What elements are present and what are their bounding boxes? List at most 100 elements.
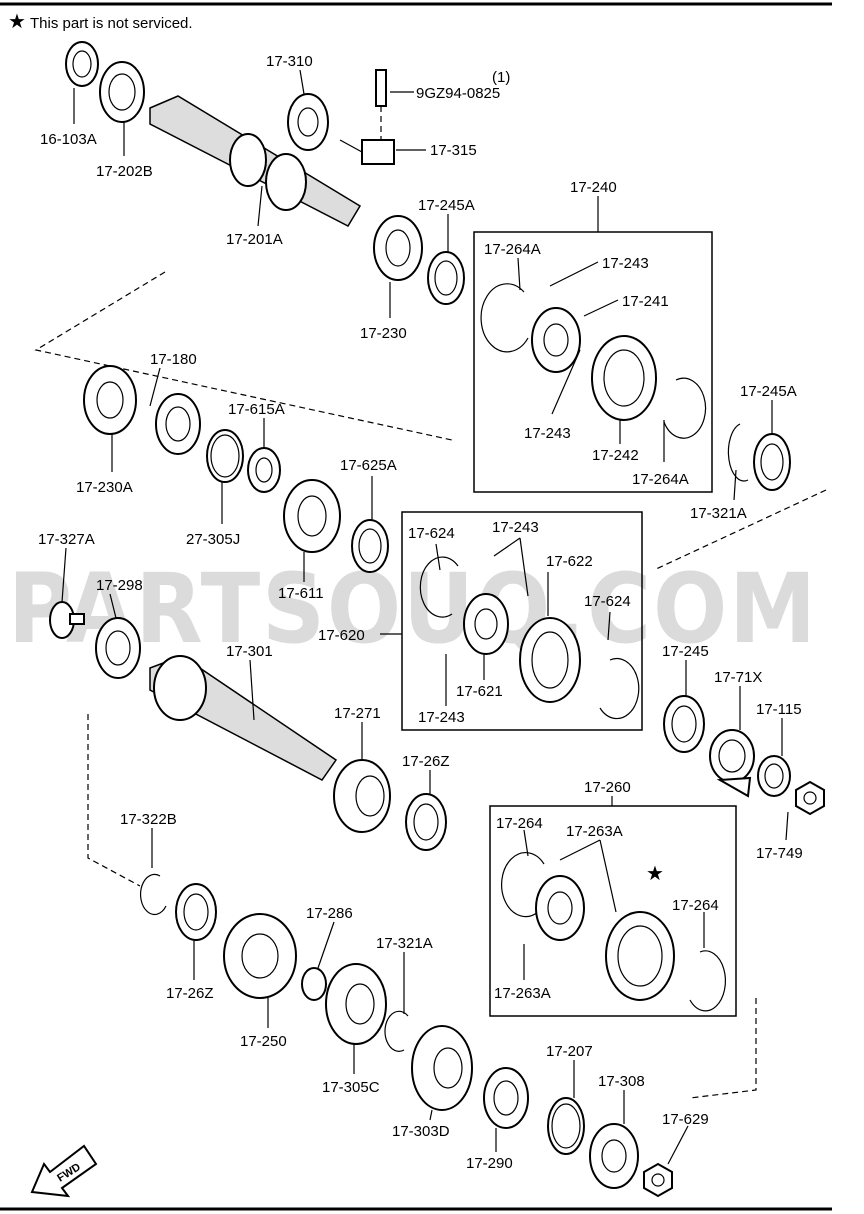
label-17-26z-1: 17-26Z [402,753,450,770]
shim-17-207 [547,1097,585,1155]
needle-bearing-17-615a [247,447,281,493]
label-17-71x: 17-71X [714,669,762,686]
label-17-245a-top: 17-245A [418,197,475,214]
label-17-243-3: 17-243 [492,519,539,536]
guide-lower-right [689,998,757,1099]
gear-17-250 [223,913,297,999]
label-17-264-1: 17-264 [496,815,543,832]
label-17-250: 17-250 [240,1033,287,1050]
bearing-17-202b [99,61,145,123]
bearing-17-180 [155,393,201,455]
guide-right-upper [653,489,827,571]
label-17-301: 17-301 [226,643,273,660]
label-17-624-1: 17-624 [408,525,455,542]
ring-17-26z-lower [175,883,217,941]
watermark: PARTSOUQ.COM [8,553,818,665]
not-serviced-star: ★ [646,861,664,885]
label-17-264a-1: 17-264A [484,241,541,258]
clip-17-321a-bottom [384,1010,409,1052]
box-17-240 [473,231,713,493]
box-17-620 [401,511,643,731]
housing-17-71x [709,729,755,798]
label-17-245a-right: 17-245A [740,383,797,400]
label-17-207: 17-207 [546,1043,593,1060]
bearing-17-298 [95,617,141,679]
label-17-305c: 17-305C [322,1079,380,1096]
nut-17-629 [643,1162,673,1198]
label-17-310: 17-310 [266,53,313,70]
guide-lower-left [87,714,141,887]
label-17-298: 17-298 [96,577,143,594]
ring-17-26z-upper [405,793,447,851]
label-9gz94-0825: 9GZ94-0825 [416,85,500,102]
label-17-322b: 17-322B [120,811,177,828]
label-17-290: 17-290 [466,1155,513,1172]
label-17-321a-bottom: 17-321A [376,935,433,952]
label-17-749: 17-749 [756,845,803,862]
label-17-26z-2: 17-26Z [166,985,214,1002]
label-17-271: 17-271 [334,705,381,722]
label-17-264a-2: 17-264A [632,471,689,488]
label-17-611: 17-611 [278,585,324,602]
label-17-286: 17-286 [306,905,353,922]
gear-17-308 [589,1123,639,1189]
shim-27-305j [206,429,244,483]
label-17-202b: 17-202B [96,163,153,180]
label-17-622: 17-622 [546,553,593,570]
label-17-243-1: 17-243 [602,255,649,272]
gear-17-271 [333,759,391,833]
label-17-264-2: 17-264 [672,897,719,914]
label-17-201a: 17-201A [226,231,283,248]
label-17-621: 17-621 [456,683,503,700]
label-17-624-2: 17-624 [584,593,631,610]
label-17-260: 17-260 [584,779,631,796]
gear-17-611 [283,479,341,553]
nut-17-749 [795,780,825,816]
gear-17-230 [373,215,423,281]
label-17-230: 17-230 [360,325,407,342]
box-17-260 [489,805,737,1017]
gear-17-303d [411,1025,473,1111]
label-17-303d: 17-303D [392,1123,450,1140]
label-17-315: 17-315 [430,142,477,159]
label-17-240: 17-240 [570,179,617,196]
label-17-245: 17-245 [662,643,709,660]
label-17-629: 17-629 [662,1111,709,1128]
label-17-243-4: 17-243 [418,709,465,726]
countershaft-17-301 [149,655,338,781]
label-17-615a: 17-615A [228,401,285,418]
label-17-243-2: 17-243 [524,425,571,442]
gear-17-230a [83,365,137,435]
label-16-103a: 16-103A [40,131,97,148]
bearing-17-290 [483,1067,529,1129]
assembly-17-240-parts [480,283,707,439]
label-17-242: 17-242 [592,447,639,464]
label-17-321a-right: 17-321A [690,505,747,522]
label-17-180: 17-180 [150,351,197,368]
assembly-17-260-parts [501,851,726,1012]
gear-17-305c [325,963,387,1045]
leader-lines [61,69,789,1165]
ring-17-245a-right [727,423,791,491]
label-17-263a-2: 17-263A [494,985,551,1002]
label-17-308: 17-308 [598,1073,645,1090]
bearing-17-115 [757,755,791,797]
ring-17-245a-top [427,251,465,305]
label-17-327a: 17-327A [38,531,95,548]
gear-17-310 [287,93,329,151]
label-17-230a: 17-230A [76,479,133,496]
guide-upper [34,271,453,441]
lever-17-315 [339,69,395,165]
ring-17-625a [351,519,389,573]
seal-16-103a [65,41,99,87]
label-17-241: 17-241 [622,293,669,310]
note-star: ★ [8,11,26,33]
label-17-625a: 17-625A [340,457,397,474]
label-27-305j: 27-305J [186,531,240,548]
ring-17-245 [663,695,705,753]
assembly-17-620-parts [419,556,640,720]
header-note: This part is not serviced. [30,15,193,32]
label-17-263a-1: 17-263A [566,823,623,840]
clip-17-322b [139,873,167,916]
